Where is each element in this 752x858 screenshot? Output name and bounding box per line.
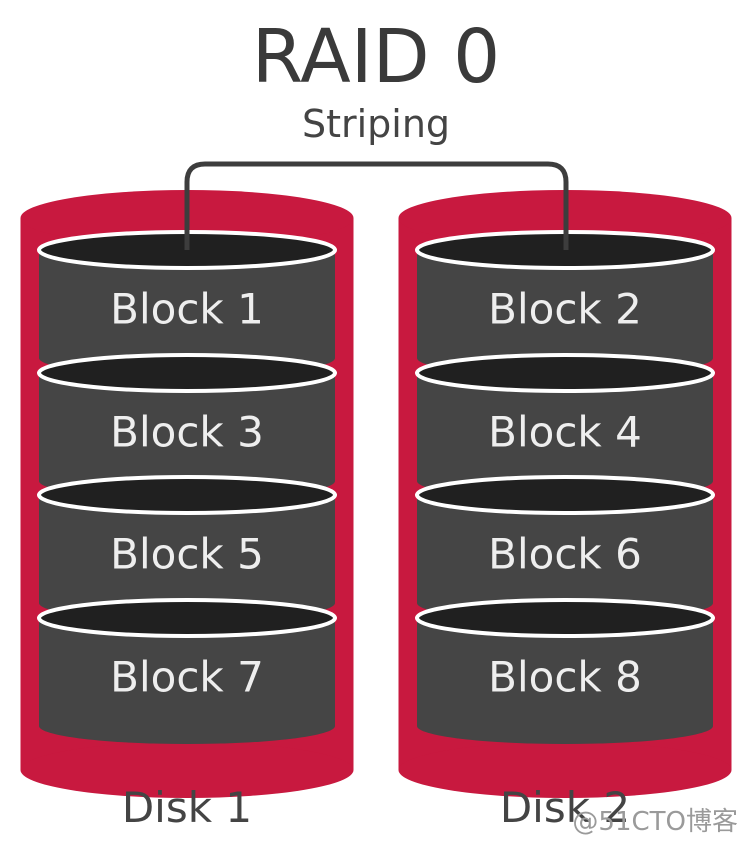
block-top (37, 598, 337, 638)
disk-2: Block 2 Block 4 Block 6 Block 8 Disk 2 (398, 190, 732, 832)
block-top (37, 353, 337, 393)
block-label: Block 5 (110, 530, 264, 579)
block-top (415, 475, 715, 515)
block-label: Block 6 (488, 530, 642, 579)
disk-label: Disk 1 (122, 783, 252, 832)
disk-bottom (20, 742, 354, 798)
diagram-subtitle: Striping (302, 102, 450, 146)
block-top (415, 598, 715, 638)
block-label: Block 7 (110, 653, 264, 702)
block-label: Block 1 (110, 285, 264, 334)
block-8: Block 8 (415, 598, 715, 744)
disk-label: Disk 2 (500, 783, 630, 832)
diagram-title: RAID 0 (252, 14, 500, 100)
block-label: Block 8 (488, 653, 642, 702)
disk-bottom (398, 742, 732, 798)
block-top (415, 353, 715, 393)
block-label: Block 2 (488, 285, 642, 334)
block-top (37, 475, 337, 515)
striping-connector (184, 161, 569, 250)
disk-1: Block 1 Block 3 Block 5 Block 7 Disk 1 (20, 190, 354, 832)
block-7: Block 7 (37, 598, 337, 744)
block-label: Block 3 (110, 408, 264, 457)
block-label: Block 4 (488, 408, 642, 457)
watermark: @51CTO博客 (572, 807, 738, 837)
